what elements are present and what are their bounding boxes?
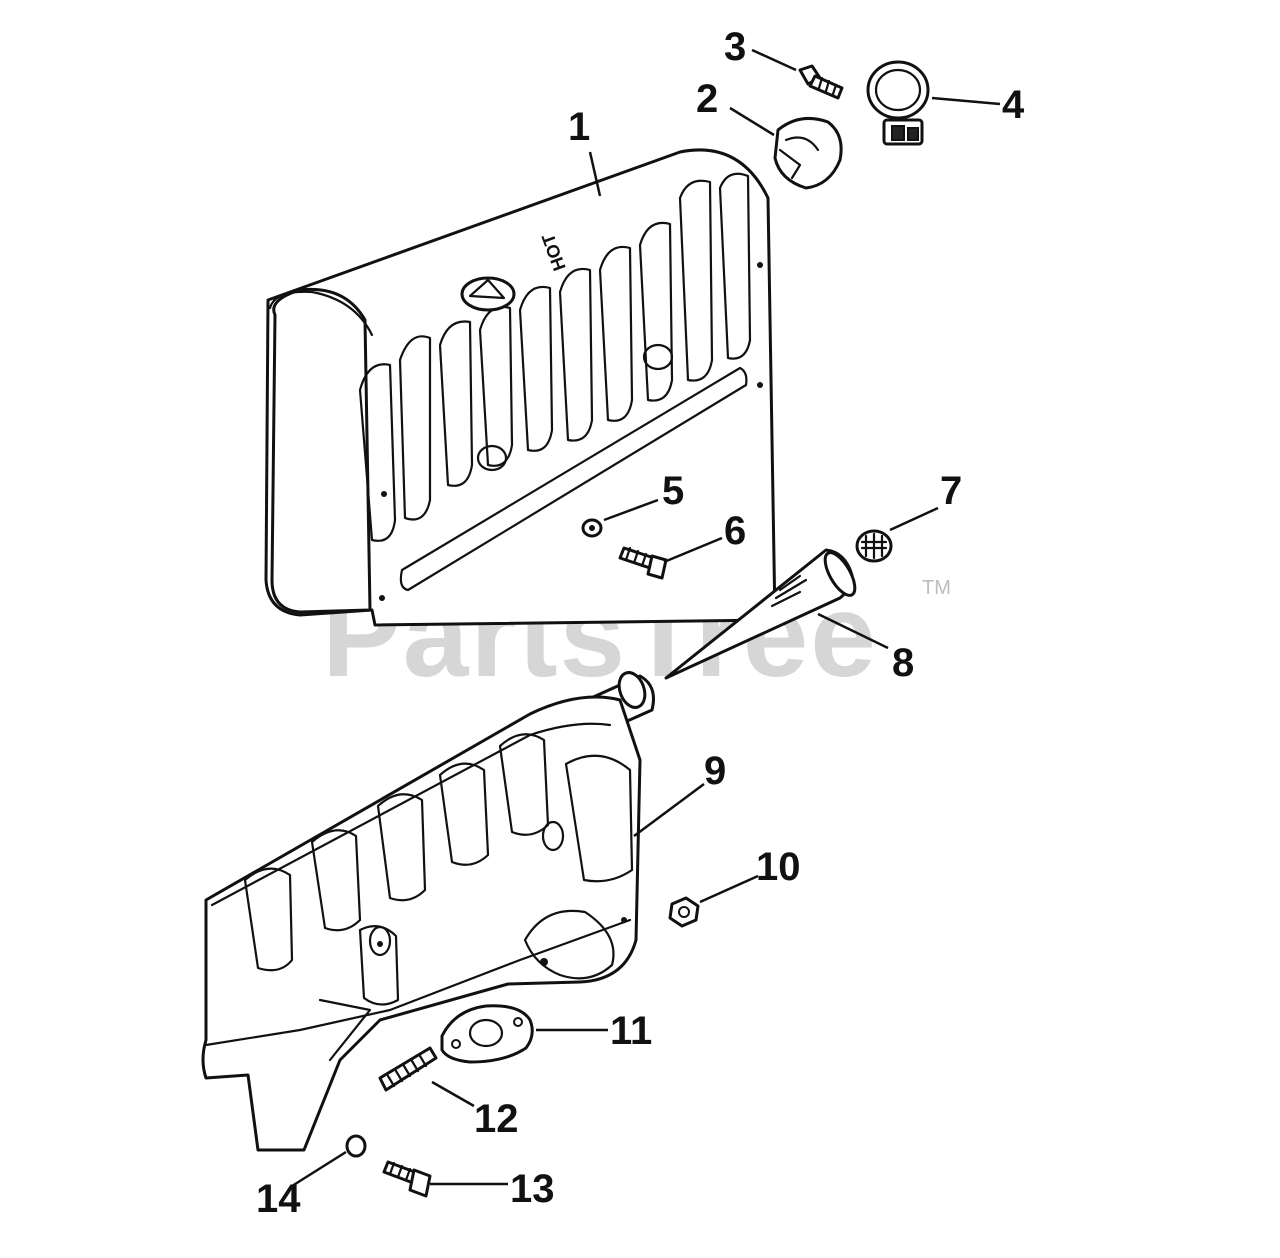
callout-7: 7 bbox=[940, 469, 962, 513]
part-4-exhaust-clamp[interactable] bbox=[866, 60, 930, 146]
part-10-nut[interactable] bbox=[668, 896, 700, 928]
part-2-clamp-sleeve[interactable] bbox=[773, 116, 843, 190]
watermark-trademark: TM bbox=[922, 577, 951, 599]
callout-2: 2 bbox=[696, 77, 718, 121]
part-5-washer[interactable] bbox=[581, 518, 603, 538]
callout-5: 5 bbox=[662, 469, 684, 513]
part-13-bolt[interactable] bbox=[382, 1160, 432, 1198]
part-3-screw[interactable] bbox=[798, 64, 844, 100]
leader-lines bbox=[291, 48, 1001, 1188]
callout-13: 13 bbox=[510, 1167, 555, 1211]
callout-6: 6 bbox=[724, 509, 746, 553]
part-7-screen-retainer[interactable] bbox=[855, 529, 893, 563]
callout-11: 11 bbox=[610, 1009, 652, 1053]
callout-12: 12 bbox=[474, 1097, 519, 1141]
callout-14: 14 bbox=[256, 1177, 301, 1221]
part-9-muffler[interactable] bbox=[201, 669, 655, 1152]
part-14-washer[interactable] bbox=[345, 1134, 367, 1158]
part-11-gasket[interactable] bbox=[440, 1004, 534, 1064]
callout-8: 8 bbox=[892, 641, 914, 685]
part-8-spark-arrester[interactable] bbox=[664, 548, 861, 680]
callout-3: 3 bbox=[724, 25, 746, 69]
callout-4: 4 bbox=[1002, 83, 1025, 127]
part-6-bolt[interactable] bbox=[618, 546, 668, 580]
callout-10: 10 bbox=[756, 845, 801, 889]
callout-9: 9 bbox=[704, 749, 726, 793]
callout-1: 1 bbox=[568, 105, 590, 149]
part-12-stud[interactable] bbox=[378, 1046, 438, 1092]
part-1-heat-shield[interactable]: HOT bbox=[264, 148, 777, 627]
